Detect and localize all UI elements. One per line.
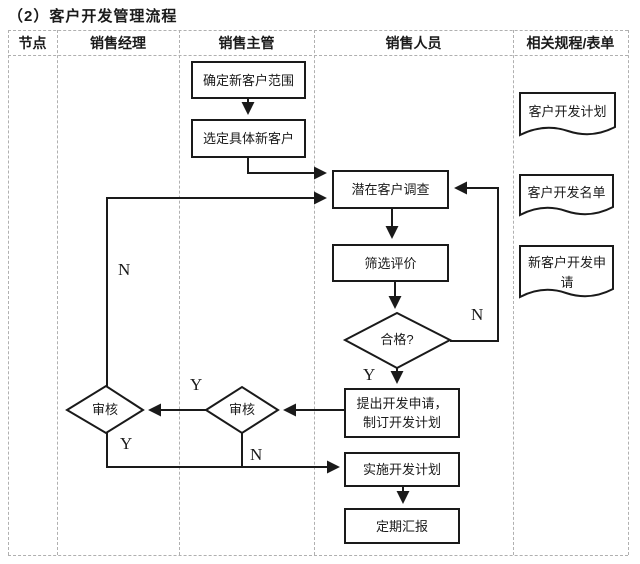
table-border-top (8, 30, 628, 31)
decision-review-supervisor-shape (204, 385, 280, 435)
branch-label-review-supervisor-yes: Y (190, 375, 203, 394)
connector-review-yes-to-implement (106, 433, 340, 474)
process-screening: 筛选评价 (332, 244, 449, 282)
table-border-bottom (8, 555, 628, 556)
document-plan-shape (519, 92, 616, 137)
column-divider-2 (179, 30, 180, 555)
column-divider-3 (314, 30, 315, 555)
process-define-scope: 确定新客户范围 (191, 61, 306, 99)
process-apply: 提出开发申请， 制订开发计划 (344, 388, 460, 438)
process-report: 定期汇报 (344, 508, 460, 544)
process-apply-line2: 制订开发计划 (362, 415, 441, 430)
branch-label-review-supervisor-no: N (250, 445, 263, 464)
document-list-shape (519, 174, 614, 217)
lane-header-manager: 销售经理 (90, 35, 146, 51)
lane-header-forms: 相关规程/表单 (526, 35, 615, 51)
lane-header-supervisor: 销售主管 (218, 35, 275, 51)
decision-qualified-shape (342, 311, 453, 370)
branch-label-qualified-no: N (471, 305, 484, 324)
header-row-divider (8, 55, 628, 56)
branch-label-review-manager-yes: Y (120, 434, 133, 453)
decision-review-manager-label: 审核 (91, 402, 118, 417)
document-application-label: 新客户开发申请 (527, 255, 606, 290)
document-application-shape (519, 245, 614, 299)
connector-select-to-survey (247, 157, 327, 180)
process-select-customers: 选定具体新客户 (191, 119, 306, 158)
branch-label-review-no: N (118, 260, 131, 279)
connector-qualified-no-loop (450, 181, 499, 342)
lane-header-node: 节点 (18, 35, 47, 51)
process-apply-line1: 提出开发申请， (356, 396, 448, 411)
table-border-right (628, 30, 629, 555)
decision-review-supervisor-label: 审核 (228, 402, 255, 417)
connector-review-no-loop (106, 191, 327, 386)
document-plan-label: 客户开发计划 (528, 104, 607, 119)
process-implement: 实施开发计划 (344, 452, 460, 487)
column-divider-1 (57, 30, 58, 555)
lane-header-sales: 销售人员 (385, 35, 442, 51)
process-survey: 潜在客户调查 (332, 170, 449, 209)
document-list-label: 客户开发名单 (527, 185, 606, 200)
decision-review-manager-shape (65, 384, 145, 435)
decision-qualified-label: 合格? (380, 332, 414, 347)
column-divider-4 (513, 30, 514, 555)
table-border-left (8, 30, 9, 555)
page-title: （2）客户开发管理流程 (8, 8, 178, 25)
branch-label-qualified-yes: Y (363, 365, 376, 384)
